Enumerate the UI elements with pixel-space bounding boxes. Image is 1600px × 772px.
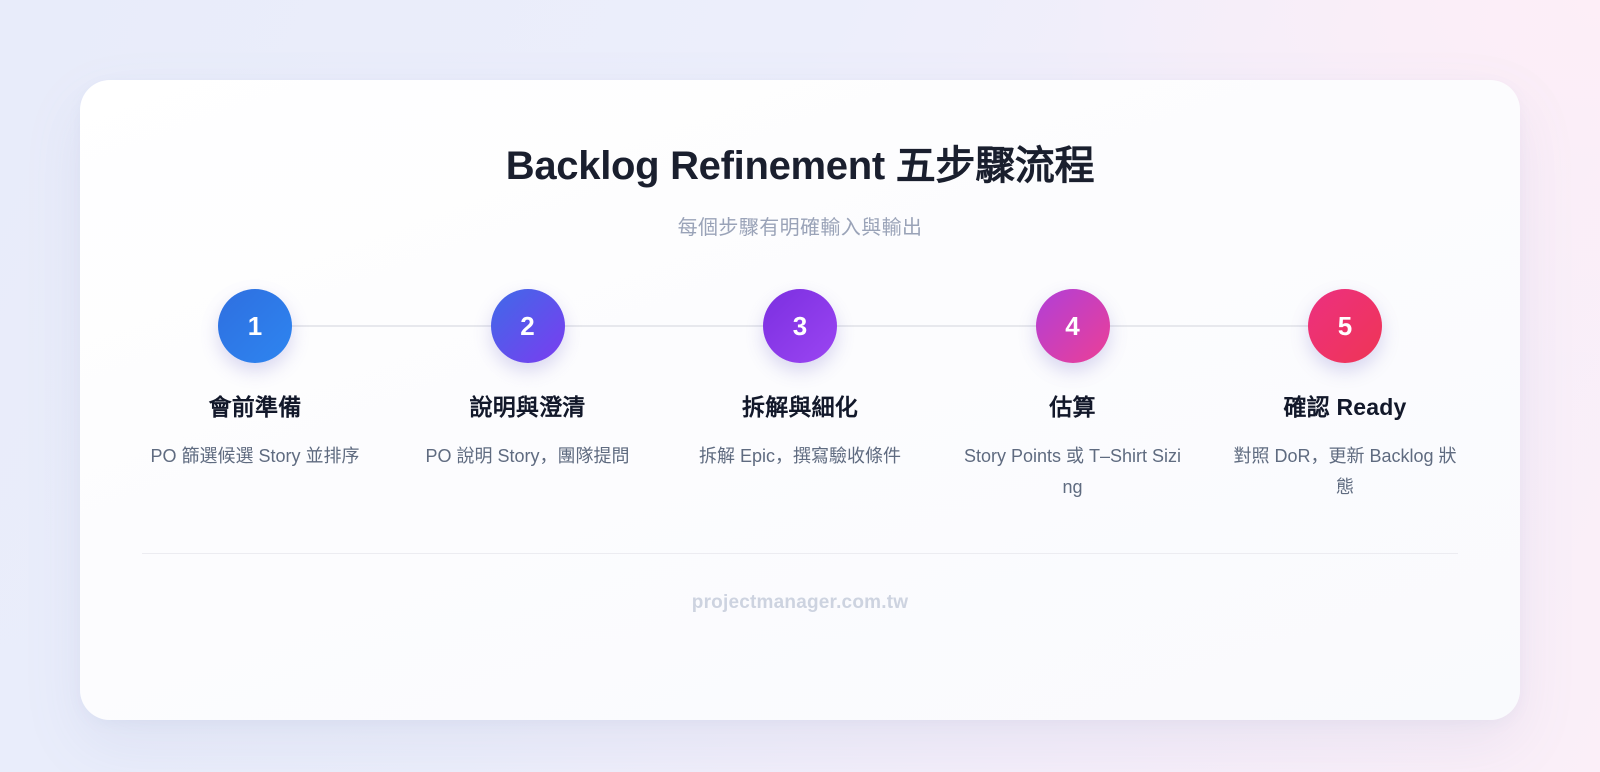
step-title-4: 估算 — [1049, 394, 1096, 420]
step-item-1[interactable]: 1 會前準備 PO 篩選候選 Story 並排序 — [142, 289, 368, 472]
step-item-2[interactable]: 2 說明與澄清 PO 說明 Story，團隊提問 — [415, 289, 641, 472]
step-title-3: 拆解與細化 — [742, 394, 858, 420]
card-header: Backlog Refinement 五步驟流程 每個步驟有明確輸入與輸出 — [80, 80, 1520, 240]
step-number-3: 3 — [792, 311, 808, 341]
step-item-5[interactable]: 5 確認 Ready 對照 DoR，更新 Backlog 狀態 — [1232, 289, 1458, 503]
step-number-2: 2 — [520, 311, 535, 341]
page-title: Backlog Refinement 五步驟流程 — [505, 144, 1095, 188]
step-number-badge-1: 1 — [218, 289, 292, 363]
step-item-4[interactable]: 4 估算 Story Points 或 T–Shirt Sizing — [960, 289, 1186, 503]
footer-brand: projectmanager.com.tw — [691, 591, 909, 613]
step-title-1: 會前準備 — [208, 394, 302, 420]
step-title-2: 說明與澄清 — [469, 394, 586, 420]
footer-divider — [142, 552, 1458, 554]
steps-list: 1 會前準備 PO 篩選候選 Story 並排序 2 說明與澄清 PO 說明 S… — [142, 289, 1458, 503]
step-description-3: 拆解 Epic，撰寫驗收條件 — [698, 445, 902, 466]
step-description-1: PO 篩選候選 Story 並排序 — [150, 445, 360, 466]
step-description-5: 對照 DoR，更新 Backlog 狀態 — [1233, 445, 1457, 497]
steps-section: 1 會前準備 PO 篩選候選 Story 並排序 2 說明與澄清 PO 說明 S… — [80, 289, 1520, 503]
step-number-badge-5: 5 — [1308, 289, 1382, 363]
step-number-4: 4 — [1065, 311, 1080, 341]
step-number-1: 1 — [247, 311, 263, 341]
step-description-4: Story Points 或 T–Shirt Sizing — [963, 445, 1182, 497]
infographic-card: Backlog Refinement 五步驟流程 每個步驟有明確輸入與輸出 1 … — [80, 80, 1520, 720]
step-item-3[interactable]: 3 拆解與細化 拆解 Epic，撰寫驗收條件 — [687, 289, 913, 472]
step-number-5: 5 — [1337, 311, 1353, 341]
step-description-2: PO 說明 Story，團隊提問 — [425, 445, 630, 466]
step-number-badge-4: 4 — [1035, 289, 1110, 363]
step-title-5: 確認 Ready — [1283, 394, 1407, 420]
step-number-badge-3: 3 — [763, 289, 837, 363]
step-number-badge-2: 2 — [490, 289, 565, 363]
page-subtitle: 每個步驟有明確輸入與輸出 — [677, 217, 923, 239]
